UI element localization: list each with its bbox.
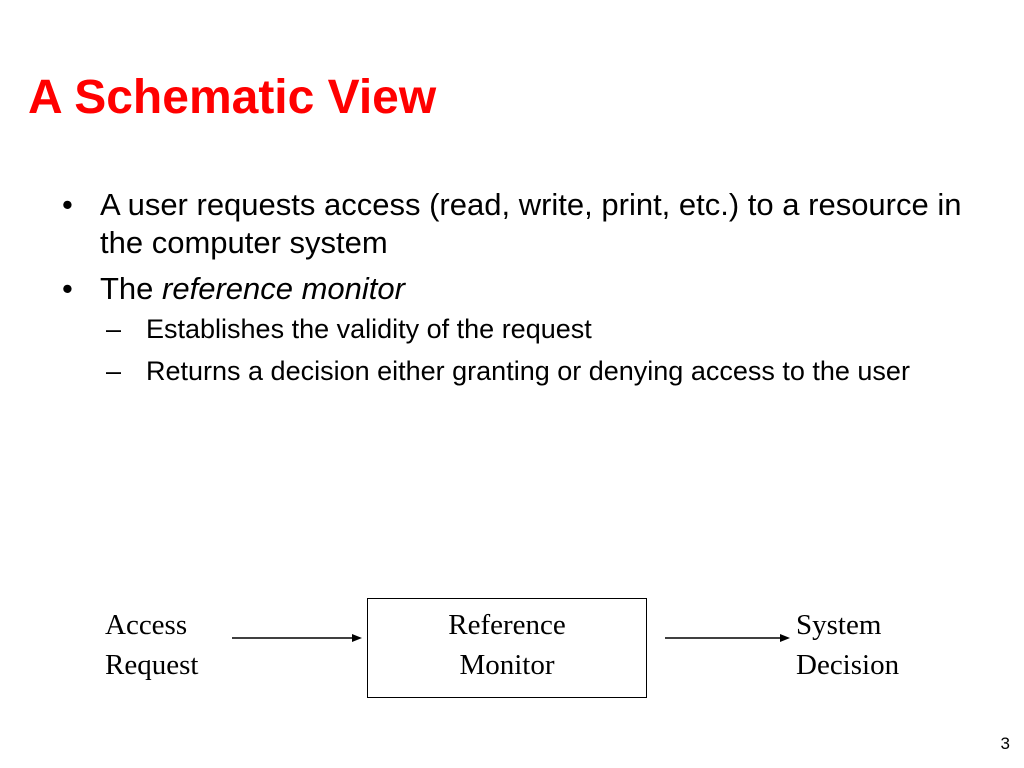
bullet-item-user-request: • A user requests access (read, write, p… — [62, 186, 962, 262]
diagram-input-line2: Request — [105, 649, 199, 681]
diagram-input-line1: Access — [105, 609, 188, 641]
monitor-line2: Monitor — [459, 649, 555, 681]
diagram-output-label: System Decision — [796, 605, 899, 685]
reference-monitor-label: Reference Monitor — [368, 605, 646, 685]
bullet-text: A user requests access (read, write, pri… — [100, 187, 962, 260]
diagram-input-label: Access Request — [105, 605, 198, 685]
page-number: 3 — [1000, 734, 1010, 753]
slide-title: A Schematic View — [28, 71, 437, 124]
diagram-output-line1: System — [796, 609, 882, 641]
sub-bullet-list: – Establishes the validity of the reques… — [100, 312, 962, 388]
input-arrow-icon — [232, 634, 362, 642]
bullet-text-prefix: The — [100, 271, 163, 306]
reference-monitor-box: Reference Monitor — [367, 598, 647, 698]
bullet-marker: • — [62, 187, 73, 222]
sub-bullet-marker: – — [106, 356, 122, 386]
diagram-output-line2: Decision — [796, 649, 900, 681]
bullet-list: • A user requests access (read, write, p… — [62, 186, 962, 396]
monitor-line1: Reference — [448, 609, 566, 641]
sub-bullet-marker: – — [106, 314, 122, 344]
bullet-marker: • — [62, 271, 73, 306]
bullet-item-reference-monitor: • The reference monitor – Establishes th… — [62, 270, 962, 388]
sub-bullet-text: Returns a decision either granting or de… — [146, 356, 910, 386]
sub-bullet-item-decision: – Returns a decision either granting or … — [106, 354, 962, 388]
bullet-text-emphasis: reference monitor — [162, 271, 405, 306]
sub-bullet-text: Establishes the validity of the request — [146, 314, 592, 344]
output-arrow-icon — [665, 634, 790, 642]
sub-bullet-item-validity: – Establishes the validity of the reques… — [106, 312, 962, 346]
